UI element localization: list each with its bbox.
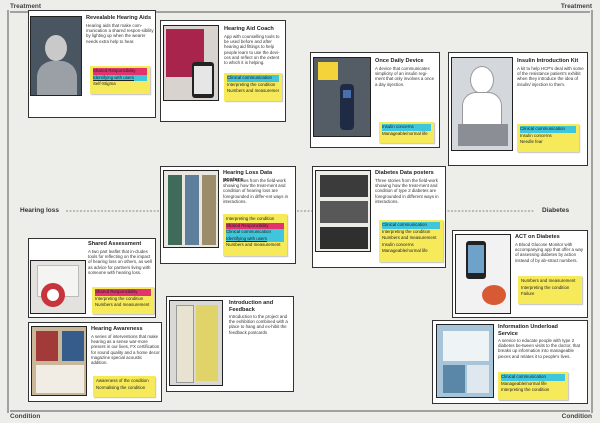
tag: Manageable/normal life (382, 130, 428, 136)
tag: Interpreting the condition (501, 387, 565, 394)
card-description: A device that communicates simplicity of… (375, 66, 435, 87)
card-description: A Blood Glucose Monitor with accompanyin… (515, 242, 584, 263)
label-condition-bottom-right: Condition (561, 413, 592, 420)
tag: Insulin concerns (520, 132, 552, 138)
card-description: Three stories from the field-work showin… (375, 178, 439, 204)
tag: Clinical communication (520, 126, 576, 133)
tag: Clinical communication (382, 222, 440, 229)
hearing-aid-coach-photo (163, 25, 219, 101)
tag: Clinical communication (227, 75, 279, 82)
tag: Identifying with users (226, 235, 284, 243)
tag: Interpreting the condition (227, 81, 279, 89)
sticky-note: Shared Responsibility Interpreting the c… (92, 287, 154, 314)
card-title: Information Underload Service (498, 324, 558, 337)
insulin-kit-photo (451, 57, 513, 151)
hearing-loss-posters-photo (163, 170, 219, 248)
tag: Clinical communication (501, 374, 565, 381)
tag: Shared Responsibility (95, 289, 151, 296)
card-title: Revealable Hearing Aids (86, 15, 152, 21)
tag: Insulin concerns (382, 241, 414, 247)
tag: Manageable/normal life (382, 248, 428, 254)
card-description: Hearing aids that make com-munication a … (86, 23, 154, 44)
card-title: Insulin Introduction Kit (517, 58, 579, 64)
tag: Interpreting the condition (382, 228, 440, 236)
sticky-note: Shared Responsibility Identifying with u… (90, 66, 150, 94)
information-underload-photo (436, 324, 494, 398)
tag: Numbers and measurement (382, 235, 437, 241)
card-description: A series of interventions that make hear… (91, 334, 160, 366)
tag: Insulin concerns (382, 124, 431, 131)
tag: Needle fear (520, 139, 543, 145)
tag: Identifying with users (93, 74, 147, 82)
label-condition-bottom-left: Condition (10, 413, 41, 420)
sticky-note: Clinical communication Insulin concerns … (517, 124, 579, 152)
card-title: Shared Assessment (88, 241, 142, 247)
label-treatment-top-left: Treatment (10, 3, 42, 10)
sticky-note: Clinical communication Interpreting the … (379, 220, 443, 262)
tag: Manageable/normal life (501, 380, 547, 386)
diabetes-posters-photo (315, 170, 371, 252)
card-description: A kit to help HCP's deal with some of th… (517, 66, 584, 87)
card-description: Three stories from the field-work showin… (223, 178, 289, 204)
tag: Numbers and measurement (95, 302, 150, 308)
shared-assessment-photo (30, 260, 86, 314)
hearing-awareness-photo (31, 326, 87, 396)
introduction-feedback-photo (169, 300, 223, 386)
hearing-aid-person-photo (30, 16, 82, 96)
card-title: Diabetes Data posters (375, 170, 434, 176)
card-description: Introduction to the project and the exhi… (229, 314, 288, 335)
label-treatment-top-right: Treatment (560, 3, 592, 10)
card-title: Hearing Awareness (91, 326, 143, 332)
sticky-note: Clinical communication Manageable/normal… (498, 372, 568, 400)
card-title: Introduction and Feedback (229, 300, 274, 313)
tag: Awareness of the condition (96, 378, 149, 383)
act-on-diabetes-photo (455, 234, 511, 314)
tag: Numbers and measurement (521, 278, 576, 283)
once-daily-device-photo (313, 57, 371, 137)
tag: Shared Responsibility (93, 68, 147, 75)
card-title: Once Daily Device (375, 58, 424, 64)
tag: Interpreting the condition (95, 295, 151, 303)
tag: Shared Responsibility (226, 222, 284, 230)
tag: Self-Stigma (93, 81, 116, 87)
tag: Clinical communication (226, 229, 284, 236)
tag: Failure (521, 291, 535, 297)
card-description: App with counselling tools to be used be… (224, 34, 280, 66)
tag: Numbers and measurement (227, 88, 279, 94)
card-description: A service to educate people with type 2 … (498, 338, 581, 359)
tag: Normalising the condition (96, 384, 146, 390)
tag: Interpreting the condition (226, 216, 284, 223)
tag: Interpreting the condition (521, 284, 579, 292)
sticky-note: Numbers and measurement Interpreting the… (518, 276, 582, 304)
label-hearing-loss: Hearing loss (20, 207, 60, 214)
sticky-note: Insulin concerns Manageable/normal life (379, 122, 434, 143)
sticky-note: Clinical communication Interpreting the … (224, 73, 282, 101)
tag: Numbers and measurement (226, 242, 281, 248)
card-description: A two part leaflet that in-cludes tools … (88, 249, 152, 275)
card-title: Hearing Loss Data posters (223, 170, 273, 183)
card-title: ACT on Diabetes (515, 234, 560, 240)
sticky-note: Awareness of the condition Normalising t… (93, 376, 155, 397)
sticky-note: Interpreting the condition Shared Respon… (223, 214, 287, 256)
label-diabetes: Diabetes (542, 207, 570, 214)
card-title: Hearing Aid Coach (224, 26, 274, 32)
